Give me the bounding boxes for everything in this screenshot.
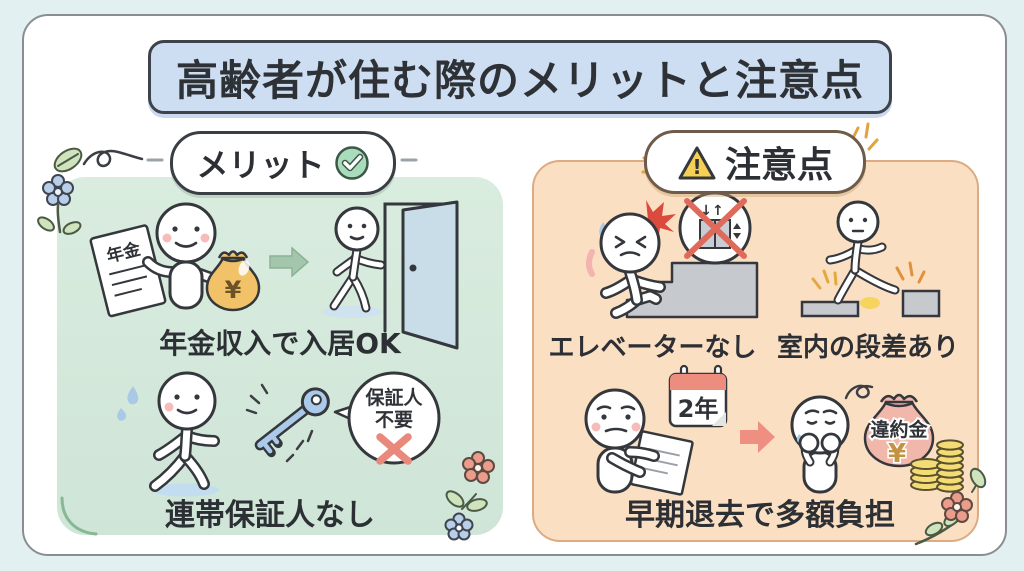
caution-header-pill: ! 注意点 bbox=[644, 130, 866, 194]
caption-indoor-steps: 室内の段差あり bbox=[776, 333, 959, 363]
caution-header-label: 注意点 bbox=[724, 145, 833, 186]
caption-no-guarantor: 連帯保証人なし bbox=[165, 498, 375, 533]
page-title-text: 高齢者が住む際のメリットと注意点 bbox=[175, 55, 864, 105]
merit-header-label: メリット bbox=[196, 146, 325, 184]
check-circle-icon bbox=[334, 146, 369, 180]
merit-header-pill: メリット bbox=[170, 131, 396, 195]
page-title: 高齢者が住む際のメリットと注意点 bbox=[148, 40, 892, 114]
caption-pension-ok: 年金収入で入居OK bbox=[159, 327, 401, 360]
caption-no-elevator: エレベーターなし bbox=[548, 333, 757, 363]
caption-early-leave: 早期退去で多額負担 bbox=[625, 498, 895, 533]
warning-triangle-icon: ! bbox=[678, 146, 716, 179]
warning-glyph: ! bbox=[692, 155, 701, 179]
